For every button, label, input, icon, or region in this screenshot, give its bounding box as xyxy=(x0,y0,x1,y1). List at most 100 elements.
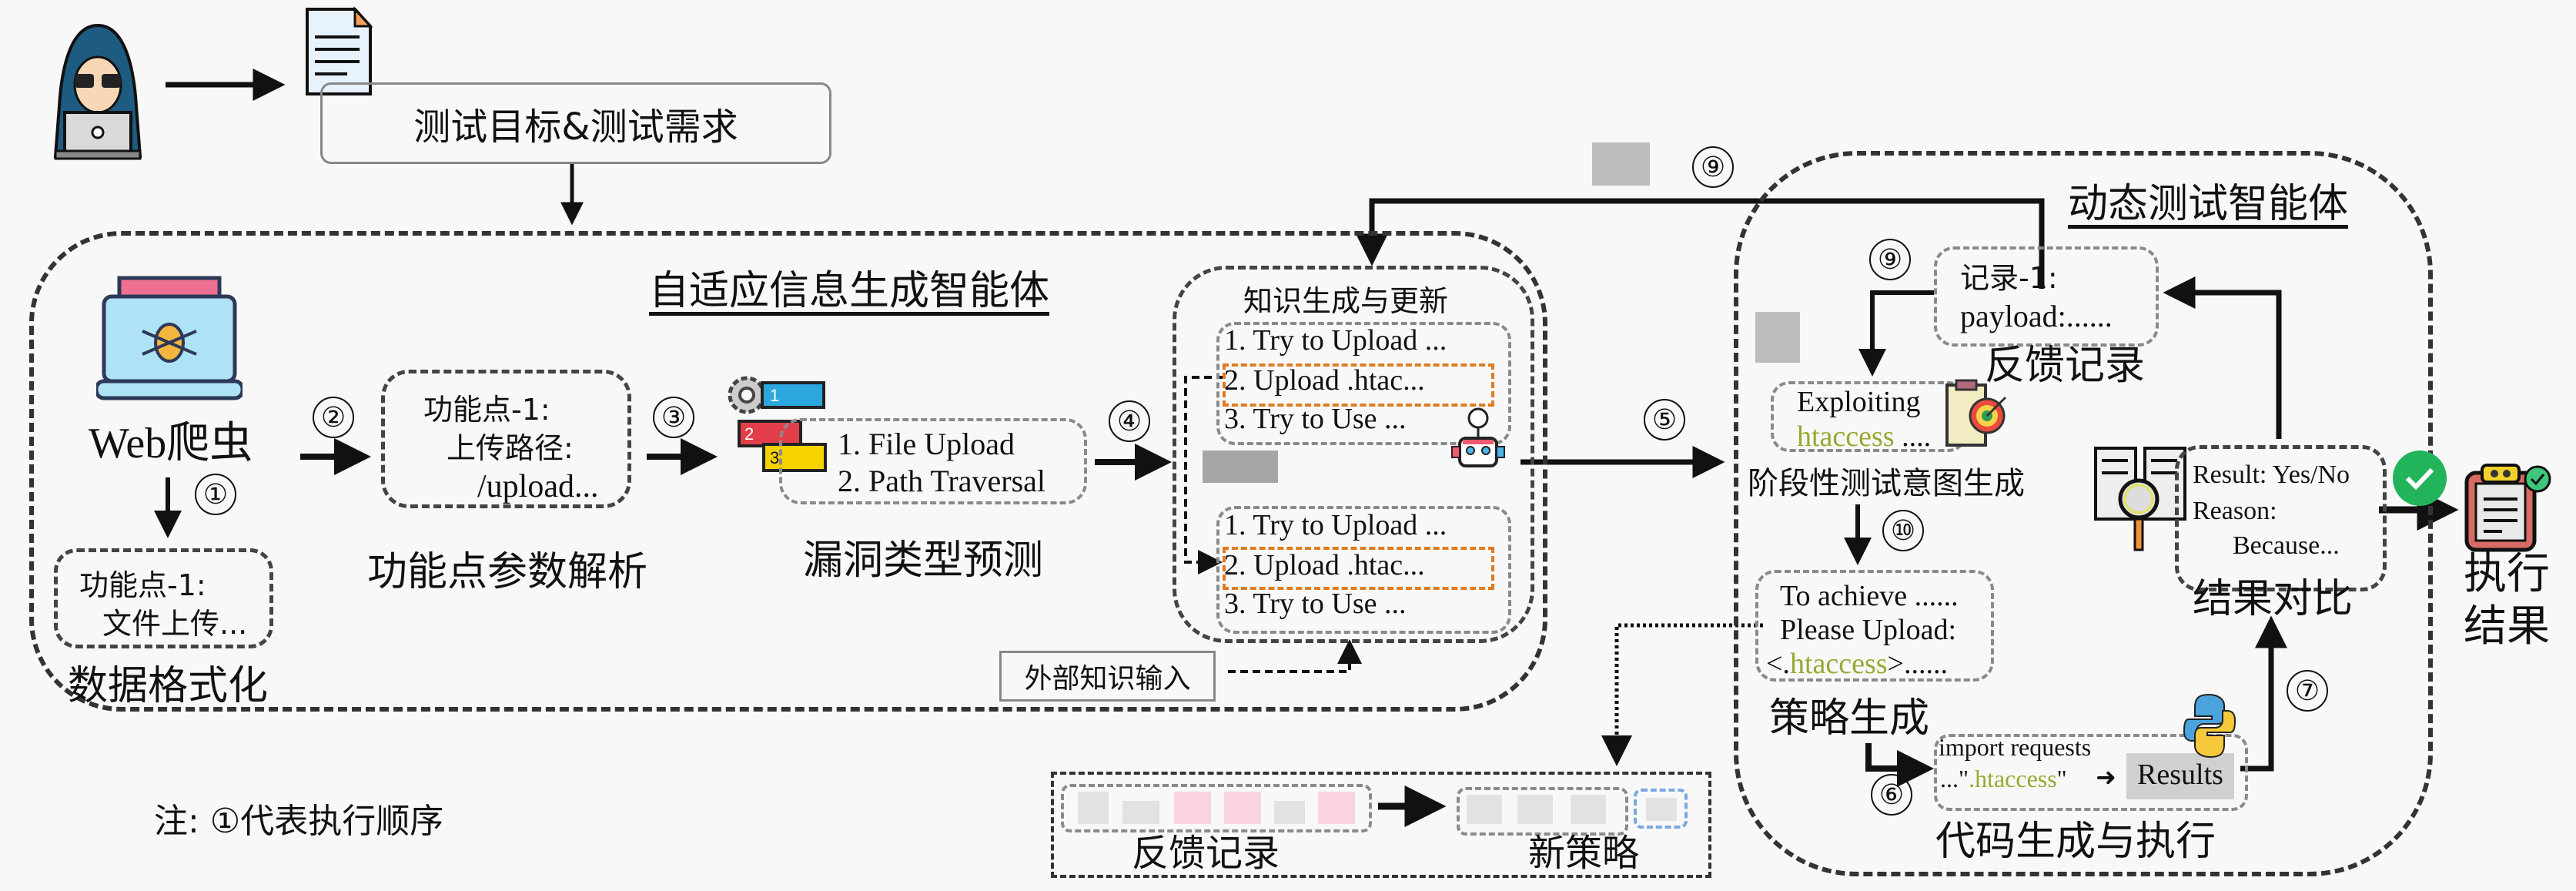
svg-text:3: 3 xyxy=(770,448,779,467)
compare-line-2: Reason: xyxy=(2193,497,2277,525)
data-format-box: 功能点-1: 文件上传... xyxy=(54,548,273,648)
code-caption: 代码生成与执行 xyxy=(1935,819,2216,865)
code-highlight: .htaccess xyxy=(1969,765,2057,792)
knowledge-top-item-2: 2. Upload .htac... xyxy=(1224,364,1425,397)
knowledge-bottom-highlight xyxy=(1223,547,1494,590)
hacker-icon xyxy=(40,22,156,160)
knowledge-update-link xyxy=(1184,376,1224,574)
ai-robot-icon xyxy=(1447,404,1509,474)
intent-highlight: htaccess xyxy=(1797,420,1895,453)
vuln-predict-caption: 漏洞类型预测 xyxy=(803,538,1044,584)
svg-text:1: 1 xyxy=(770,386,779,405)
legend-block-gray xyxy=(1646,798,1677,821)
data-format-line-1: 功能点-1: xyxy=(79,568,206,602)
knowledge-bottom-item-3: 3. Try to Use ... xyxy=(1224,588,1407,620)
document-magnifier-icon xyxy=(2094,445,2186,553)
intent-line-2-rest: .... xyxy=(1894,420,1932,453)
vuln-item-1: 1. File Upload xyxy=(838,427,1015,461)
results-badge: Results xyxy=(2126,753,2234,799)
compare-box xyxy=(2175,445,2387,591)
vuln-category-icon: 1 2 3 xyxy=(724,373,839,481)
legend-new-strategy-label: 新策略 xyxy=(1528,832,1640,875)
vuln-item-2: 2. Path Traversal xyxy=(838,464,1045,498)
redacted-block-3 xyxy=(1755,312,1800,363)
knowledge-title: 知识生成与更新 xyxy=(1243,284,1449,318)
target-requirement-label: 测试目标&测试需求 xyxy=(413,106,738,149)
strategy-to-legend-link xyxy=(1601,623,1763,766)
param-parse-box: 功能点-1: 上传路径: /upload... xyxy=(381,370,631,508)
code-line-2-prefix: ..." xyxy=(1940,765,1969,792)
intent-box: Exploiting htaccess .... xyxy=(1771,381,1967,453)
step-1-marker: ① xyxy=(195,474,236,515)
success-check-icon xyxy=(2393,451,2447,506)
arrow-compare-to-feedback xyxy=(2163,276,2282,439)
legend-box xyxy=(1051,772,1711,878)
code-box xyxy=(1934,734,2248,811)
dynamic-agent-title: 动态测试智能体 xyxy=(2068,181,2349,227)
legend-block-gray xyxy=(1571,795,1606,824)
step-7-marker: ⑦ xyxy=(2287,670,2328,712)
step-4-marker: ④ xyxy=(1109,400,1150,442)
feedback-caption: 反馈记录 xyxy=(1985,343,2146,389)
param-parse-caption: 功能点参数解析 xyxy=(367,549,648,595)
step-2-marker: ② xyxy=(313,397,354,438)
vuln-predict-box: 1. File Upload 2. Path Traversal xyxy=(779,418,1087,504)
external-knowledge-link xyxy=(1228,639,1362,673)
arrow-step-6 xyxy=(1865,743,1934,787)
legend-block-pink xyxy=(1224,792,1261,824)
legend-feedback-label: 反馈记录 xyxy=(1132,832,1280,875)
dynamic-agent-container xyxy=(1734,151,2433,876)
legend-block-pink xyxy=(1174,792,1211,824)
strategy-caption: 策略生成 xyxy=(1769,695,1930,742)
step-5-marker: ⑤ xyxy=(1644,399,1685,440)
adaptive-agent-container xyxy=(29,231,1547,712)
code-arrow-icon: ➜ xyxy=(2096,762,2116,792)
arrow-step-9-loop xyxy=(1356,198,2045,289)
redacted-block-1 xyxy=(1203,451,1278,483)
document-icon xyxy=(304,6,373,97)
feedback-line-2: payload:...... xyxy=(1960,299,2113,333)
note-label: 注: ①代表执行顺序 xyxy=(154,802,444,841)
execution-result-line-1: 执行 xyxy=(2464,549,2550,599)
strategy-line-2: Please Upload: xyxy=(1780,614,1957,646)
strategy-line-3-suffix: >...... xyxy=(1887,648,1948,680)
param-parse-line-1: 功能点-1: xyxy=(423,393,550,427)
step-9-inner-marker: ⑨ xyxy=(1869,239,1911,280)
python-icon xyxy=(2183,693,2236,759)
legend-new-strategy-block xyxy=(1634,789,1688,829)
param-parse-line-3: /upload... xyxy=(477,469,599,504)
web-crawler-label: Web爬虫 xyxy=(89,420,253,467)
legend-block-gray xyxy=(1274,801,1305,824)
step-10-marker: ⑩ xyxy=(1882,510,1924,551)
web-crawler-icon xyxy=(94,273,245,404)
step-9-outer-marker: ⑨ xyxy=(1692,146,1734,188)
target-requirement-box: 测试目标&测试需求 xyxy=(320,82,831,164)
intent-line-1: Exploiting xyxy=(1797,386,1921,418)
strategy-box: To achieve ...... Please Upload: <.htacc… xyxy=(1755,570,1994,682)
legend-block-gray xyxy=(1467,795,1502,824)
arrow-step-9-inner xyxy=(1858,290,1934,377)
code-line-2-suffix: " xyxy=(2056,765,2067,792)
data-format-caption: 数据格式化 xyxy=(68,663,269,709)
knowledge-top-item-1: 1. Try to Upload ... xyxy=(1224,324,1447,357)
knowledge-list-bottom xyxy=(1216,506,1511,634)
feedback-line-1: 记录-1: xyxy=(1960,261,2058,295)
data-format-line-2: 文件上传... xyxy=(102,607,248,641)
param-parse-line-2: 上传路径: xyxy=(447,431,574,465)
target-clipboard-icon xyxy=(1944,377,2013,448)
knowledge-box xyxy=(1173,266,1534,643)
feedback-record-box: 记录-1: payload:...... xyxy=(1934,246,2159,347)
arrow-step-7 xyxy=(2240,615,2287,772)
execution-report-icon xyxy=(2462,462,2554,554)
knowledge-top-highlight xyxy=(1223,363,1494,407)
knowledge-list-top xyxy=(1216,322,1511,445)
compare-line-1: Result: Yes/No xyxy=(2193,461,2350,489)
compare-caption: 结果对比 xyxy=(2193,576,2354,622)
compare-line-3: Because... xyxy=(2233,531,2340,560)
knowledge-bottom-item-1: 1. Try to Upload ... xyxy=(1224,509,1447,541)
svg-text:2: 2 xyxy=(744,424,754,444)
external-knowledge-box[interactable]: 外部知识输入 xyxy=(999,651,1216,702)
redacted-block-2 xyxy=(1592,142,1650,186)
external-knowledge-label: 外部知识输入 xyxy=(1024,663,1191,695)
